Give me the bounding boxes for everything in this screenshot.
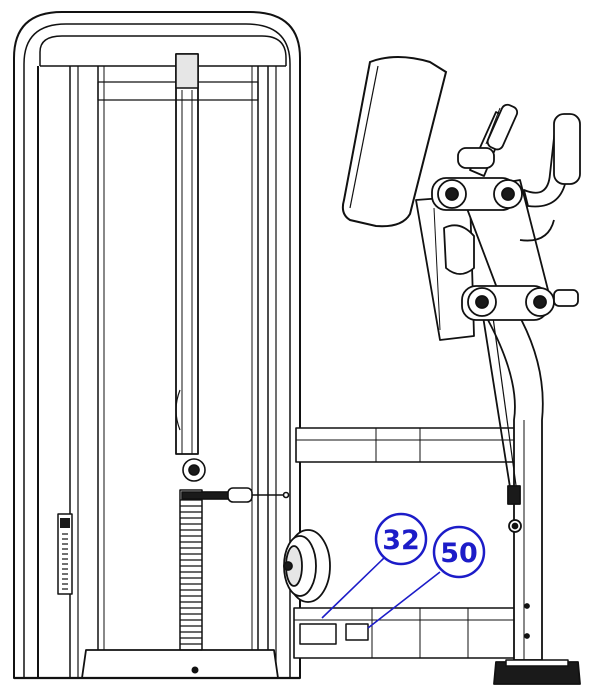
callout-32-label: 32: [382, 525, 420, 556]
lower-frame: [293, 427, 521, 659]
selector-pin: [175, 389, 290, 503]
callout-leader-lines: [321, 557, 441, 629]
plate-storage-horn: [283, 529, 331, 603]
roller-hubs: [431, 147, 579, 321]
callout-50-label: 50: [440, 538, 478, 569]
back-pad: [341, 56, 448, 228]
callout-32: 32: [374, 512, 428, 566]
weight-stack-tower: [13, 11, 301, 680]
weight-plate-lines: [62, 499, 202, 651]
callout-50: 50: [432, 525, 486, 579]
